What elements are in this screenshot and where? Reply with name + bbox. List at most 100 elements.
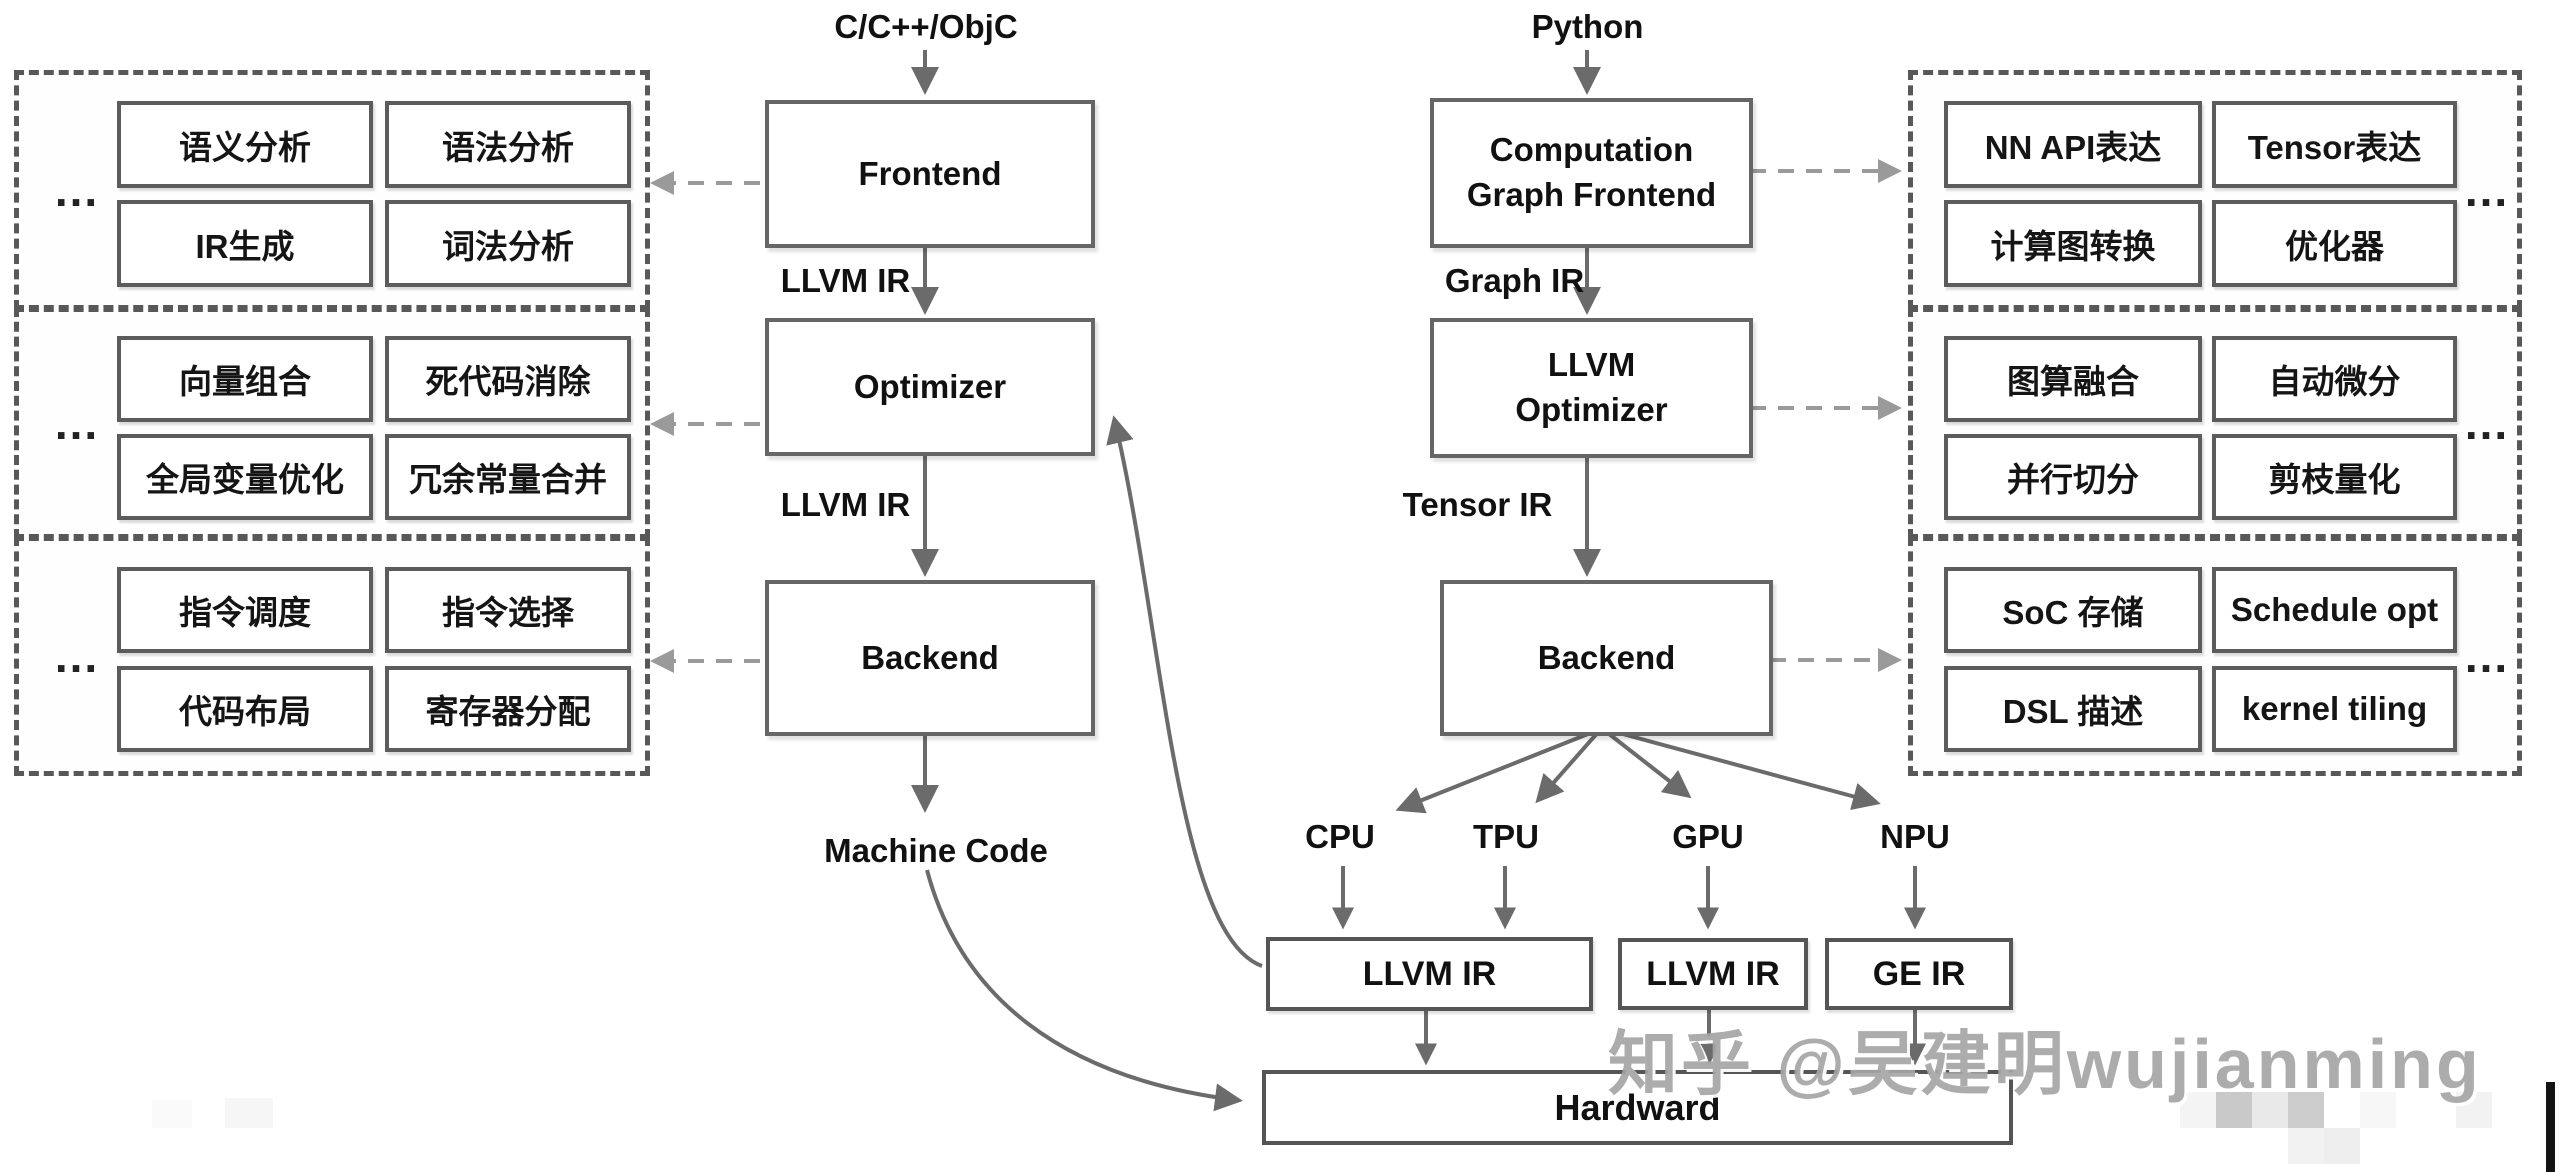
panel-nn-frontend: NN API表达 Tensor表达 计算图转换 优化器 ... [1908, 70, 2522, 310]
arrow-backend-to-npu [1607, 728, 1881, 811]
ellipsis: ... [54, 397, 100, 449]
pass-label: 优化器 [2285, 227, 2384, 265]
cpu-label: CPU [1305, 818, 1375, 855]
graph-ir-label: Graph IR [1444, 262, 1585, 299]
pass-label: 代码布局 [179, 693, 311, 730]
gpu-label: GPU [1672, 818, 1744, 855]
stage-label: Frontend [858, 154, 1002, 192]
ir-label: GE IR [1872, 954, 1966, 993]
llvm-ir-label-1: LLVM IR [780, 262, 911, 299]
pass-box: 寄存器分配 [385, 666, 631, 752]
scrollbar-fragment [2546, 1082, 2555, 1172]
pass-box: DSL 描述 [1944, 666, 2202, 752]
ellipsis: ... [54, 630, 100, 682]
pass-label: IR生成 [195, 227, 295, 265]
computation-graph-frontend-box: Computation Graph Frontend [1430, 98, 1753, 248]
pass-box: 向量组合 [117, 336, 373, 422]
npu-label: NPU [1880, 818, 1950, 855]
panel-ml-backend: SoC 存储 Schedule opt DSL 描述 kernel tiling… [1908, 536, 2522, 776]
source-language-label: C/C++/ObjC [834, 8, 1018, 45]
pass-box: 指令选择 [385, 567, 631, 653]
pass-label: NN API表达 [1984, 128, 2162, 166]
ellipsis: ... [2464, 164, 2510, 216]
tpu-label: TPU [1473, 818, 1539, 855]
llvm-ir-label-2: LLVM IR [780, 486, 911, 523]
watermark: 知乎 @吴建明wujianming [1608, 1025, 2482, 1103]
pass-box: 指令调度 [117, 567, 373, 653]
faint-patch [225, 1098, 273, 1128]
pass-label: 图算融合 [2007, 363, 2139, 400]
pass-box: 并行切分 [1944, 434, 2202, 520]
stage-label: Backend [1537, 638, 1676, 676]
blur-mosaic [2456, 1092, 2492, 1128]
pass-label: 语法分析 [442, 128, 574, 166]
llvm-ir-box-gpu: LLVM IR [1618, 938, 1808, 1010]
pass-box: 自动微分 [2212, 336, 2457, 422]
optimizer-box: Optimizer [765, 318, 1095, 456]
pass-label: 自动微分 [2268, 363, 2401, 400]
machine-code-label: Machine Code [824, 832, 1048, 869]
pass-box: 全局变量优化 [117, 434, 373, 520]
pass-label: 全局变量优化 [146, 461, 344, 498]
hardware-box: Hardward [1262, 1070, 2013, 1145]
pass-box: 优化器 [2212, 200, 2457, 287]
ml-backend-box: Backend [1440, 580, 1773, 736]
llvm-ir-box-cpu-tpu: LLVM IR [1266, 937, 1593, 1011]
pass-label: 指令选择 [442, 594, 574, 631]
ellipsis: ... [2464, 397, 2510, 449]
pass-box: SoC 存储 [1944, 567, 2202, 653]
pass-box: 代码布局 [117, 666, 373, 752]
ge-ir-box-npu: GE IR [1825, 938, 2013, 1010]
faint-patch [152, 1100, 192, 1128]
panel-backend-passes: ... 指令调度 指令选择 代码布局 寄存器分配 [14, 536, 650, 776]
blur-mosaic [2180, 1092, 2216, 1128]
backend-box: Backend [765, 580, 1095, 736]
pass-box: NN API表达 [1944, 101, 2202, 188]
pass-label: 寄存器分配 [425, 693, 591, 730]
stage-label: Optimizer [853, 367, 1007, 405]
stage-label: Backend [861, 638, 999, 676]
blur-mosaic [2216, 1092, 2252, 1128]
pass-label: 向量组合 [179, 363, 311, 400]
pass-box: Tensor表达 [2212, 101, 2457, 188]
llvm-optimizer-box: LLVM Optimizer [1430, 318, 1753, 458]
stage-label: LLVM Optimizer [1515, 346, 1668, 428]
stage-label: Computation Graph Frontend [1466, 131, 1717, 213]
pass-label: 词法分析 [442, 227, 574, 265]
blur-mosaic [2324, 1128, 2360, 1164]
arrow-backend-to-cpu [1395, 728, 1599, 814]
blur-mosaic [2288, 1092, 2324, 1128]
tensor-ir-label: Tensor IR [1402, 486, 1553, 523]
arrow-backend-to-gpu [1602, 728, 1692, 799]
pass-label: 计算图转换 [1990, 227, 2156, 265]
ellipsis: ... [54, 164, 100, 216]
pass-label: 语义分析 [179, 128, 311, 166]
pass-box: 死代码消除 [385, 336, 631, 422]
pass-label: 冗余常量合并 [409, 461, 607, 498]
ellipsis: ... [2464, 630, 2510, 682]
pass-label: 剪枝量化 [2268, 461, 2401, 498]
hardware-label: Hardward [1554, 1086, 1721, 1128]
pass-label: 并行切分 [2007, 461, 2139, 498]
panel-optimizer-passes: ... 向量组合 死代码消除 全局变量优化 冗余常量合并 [14, 307, 650, 539]
pass-box: kernel tiling [2212, 666, 2457, 752]
pass-box: 冗余常量合并 [385, 434, 631, 520]
pass-box: Schedule opt [2212, 567, 2457, 653]
blur-mosaic [2288, 1128, 2324, 1164]
curve-llvmir-to-optimizer [1106, 415, 1263, 968]
blur-mosaic [2252, 1092, 2288, 1128]
pass-box: IR生成 [117, 200, 373, 287]
python-label: Python [1531, 8, 1644, 45]
pass-box: 词法分析 [385, 200, 631, 287]
panel-frontend-passes: ... 语义分析 语法分析 IR生成 词法分析 [14, 70, 650, 310]
pass-label: DSL 描述 [2002, 693, 2144, 730]
pass-box: 图算融合 [1944, 336, 2202, 422]
curve-machinecode-to-hardware [925, 869, 1243, 1112]
pass-label: 指令调度 [179, 594, 311, 631]
pass-box: 语法分析 [385, 101, 631, 188]
blur-mosaic [2360, 1092, 2396, 1128]
pass-label: Tensor表达 [2247, 128, 2422, 166]
panel-graph-optimizer: 图算融合 自动微分 并行切分 剪枝量化 ... [1908, 307, 2522, 539]
